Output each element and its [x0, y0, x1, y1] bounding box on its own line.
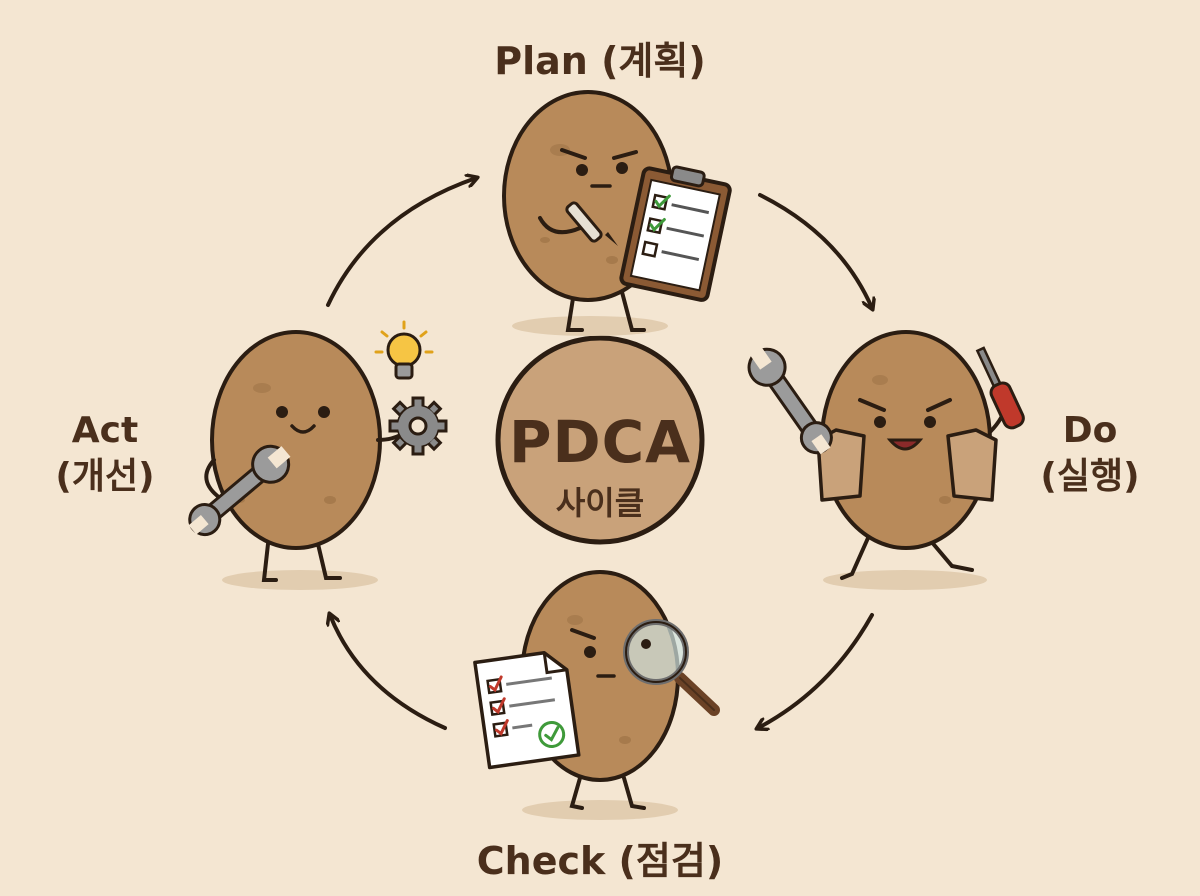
center-title: PDCA — [508, 408, 692, 476]
lightbulb-icon — [374, 320, 434, 380]
stage-label-check-text: Check (점검) — [476, 839, 724, 883]
stage-label-act-line2: (개선) — [55, 456, 155, 497]
center-subtitle: 사이클 — [555, 484, 645, 522]
wrench-icon — [188, 444, 291, 537]
arrow-do-to-check — [758, 613, 874, 728]
arrow-check-to-act — [330, 615, 447, 730]
center-badge — [495, 335, 705, 545]
magnifying-glass-icon — [623, 619, 720, 716]
gear-icon — [388, 396, 448, 456]
wrench-icon — [747, 346, 833, 455]
stage-label-do-line2: (실행) — [1040, 456, 1140, 497]
potato-do — [790, 330, 1010, 590]
checklist-document-icon — [473, 651, 581, 770]
stage-label-do: Do (실행) — [1020, 408, 1160, 500]
pen-icon — [565, 201, 618, 246]
cycle-arrows — [328, 178, 872, 728]
screwdriver-icon — [975, 346, 1025, 430]
arrow-plan-to-do — [758, 193, 872, 308]
stage-label-check: Check (점검) — [420, 830, 780, 885]
stage-label-plan-text: Plan (계획) — [494, 39, 706, 83]
stage-label-act: Act (개선) — [40, 408, 170, 500]
stage-label-plan: Plan (계획) — [450, 30, 750, 85]
stage-label-do-line1: Do — [1062, 410, 1118, 451]
stage-label-act-line1: Act — [71, 410, 139, 451]
potato-act — [204, 330, 410, 590]
arrow-act-to-plan — [326, 178, 476, 307]
clipboard-icon — [619, 165, 732, 302]
